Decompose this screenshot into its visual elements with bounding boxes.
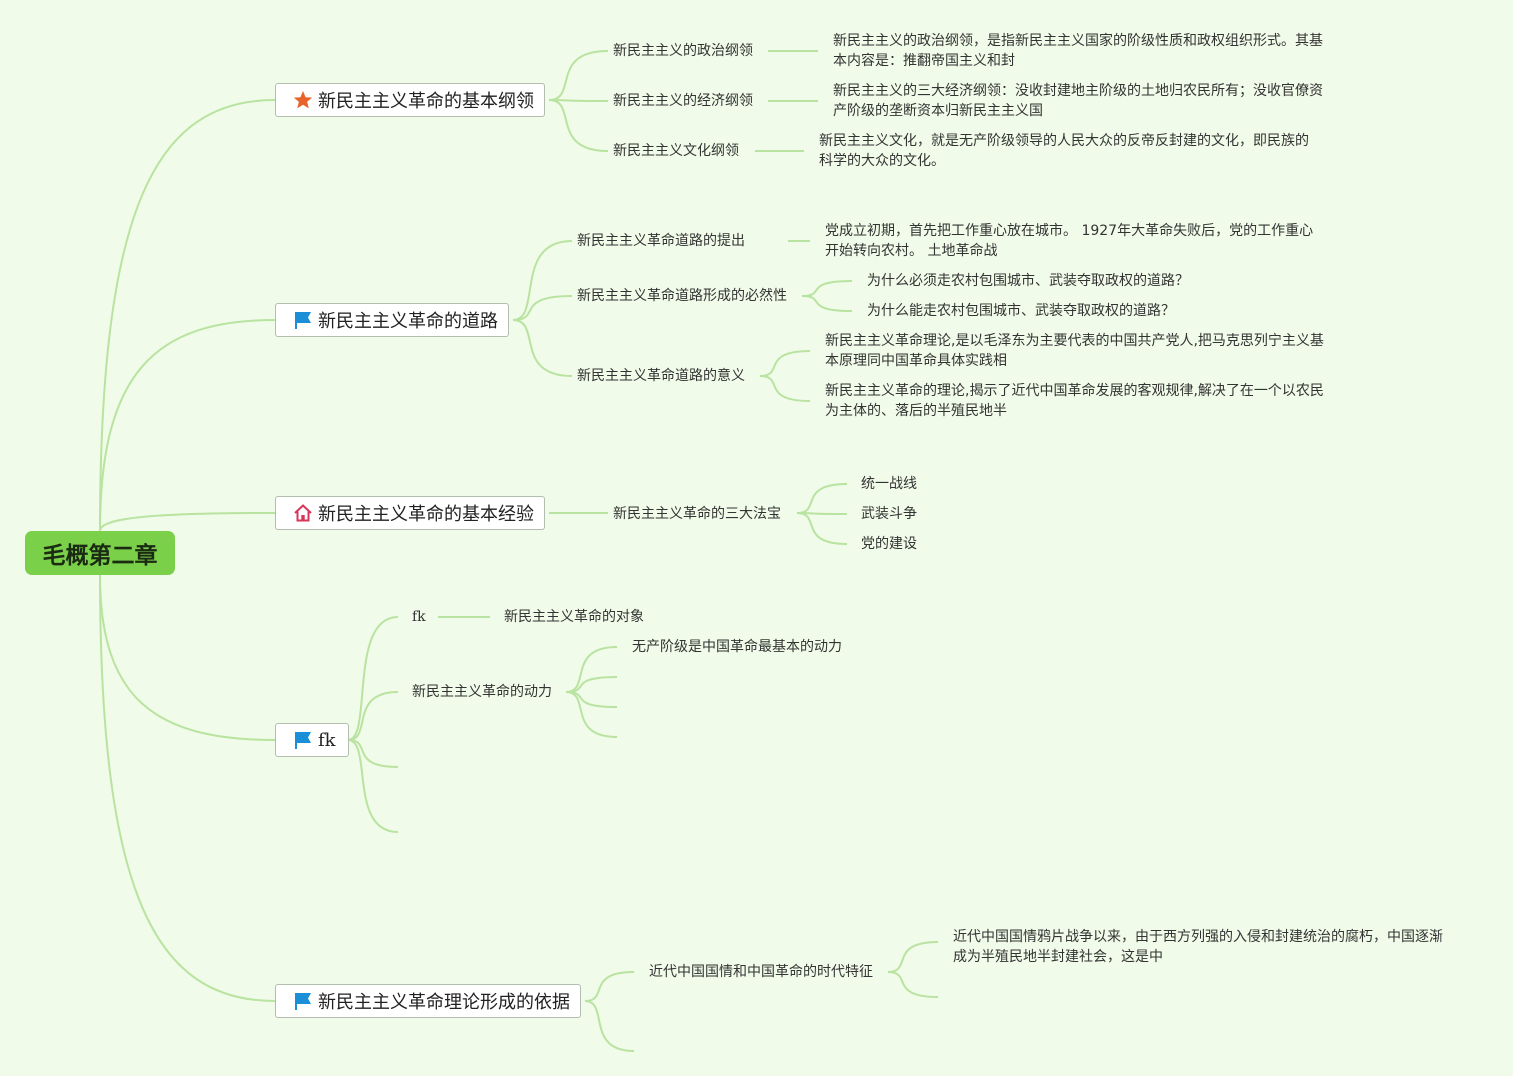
connector-curve bbox=[759, 375, 811, 402]
branch-label: 新民主主义革命的道路 bbox=[318, 311, 498, 332]
connector-curve bbox=[887, 971, 939, 998]
leaf-topic[interactable]: 无产阶级是中国革命最基本的动力 bbox=[632, 639, 842, 655]
root-connector-curve bbox=[99, 512, 276, 532]
branch-topic-revolution-road[interactable]: 新民主主义革命的道路 bbox=[275, 303, 509, 337]
connector-curve bbox=[347, 739, 399, 768]
leaf-topic[interactable]: 武装斗争 bbox=[861, 506, 917, 522]
root-connector-curve bbox=[99, 99, 276, 532]
branch-label: fk bbox=[318, 729, 336, 751]
connector-curve bbox=[584, 1000, 635, 1052]
branch-label: 新民主主义革命理论形成的依据 bbox=[318, 992, 570, 1013]
subtopic-road-necessity[interactable]: 新民主主义革命道路形成的必然性 bbox=[577, 288, 787, 304]
connector-curve bbox=[512, 295, 573, 321]
leaf-topic[interactable]: 统一战线 bbox=[861, 476, 917, 492]
subtopic-cultural-program[interactable]: 新民主主义文化纲领 bbox=[613, 143, 739, 159]
subtopic-three-treasures[interactable]: 新民主主义革命的三大法宝 bbox=[613, 506, 781, 522]
connector-curve bbox=[512, 240, 573, 321]
star-icon bbox=[292, 89, 314, 111]
branch-topic-fk[interactable]: fk bbox=[275, 723, 349, 757]
leaf-topic[interactable]: 新民主主义文化，就是无产阶级领导的人民大众的反帝反封建的文化，即民族的科学的大众… bbox=[819, 133, 1309, 169]
leaf-topic[interactable]: 为什么必须走农村包围城市、武装夺取政权的道路？ bbox=[867, 273, 1189, 289]
branch-topic-basic-experience[interactable]: 新民主主义革命的基本经验 bbox=[275, 496, 545, 530]
leaf-topic[interactable]: 新民主主义的三大经济纲领：没收封建地主阶级的土地归农民所有；没收官僚资产阶级的垄… bbox=[833, 83, 1323, 119]
leaf-topic[interactable]: 党成立初期，首先把工作重心放在城市。 1927年大革命失败后，党的工作重心开始转… bbox=[825, 223, 1314, 259]
connector-curve bbox=[887, 941, 939, 973]
connector-curve bbox=[801, 295, 853, 312]
root-connector-curve bbox=[99, 574, 276, 1002]
subtopic-road-significance[interactable]: 新民主主义革命道路的意义 bbox=[577, 368, 745, 384]
branch-label: 新民主主义革命的基本纲领 bbox=[318, 91, 534, 112]
branch-topic-theory-basis[interactable]: 新民主主义革命理论形成的依据 bbox=[275, 984, 581, 1018]
leaf-topic[interactable]: 为什么能走农村包围城市、武装夺取政权的道路？ bbox=[867, 303, 1175, 319]
connector-curve bbox=[548, 99, 609, 152]
leaf-topic[interactable]: 党的建设 bbox=[861, 536, 917, 552]
leaf-topic[interactable]: 新民主主义革命的理论,揭示了近代中国革命发展的客观规律,解决了在一个以农民为主体… bbox=[825, 383, 1324, 419]
root-topic[interactable]: 毛概第二章 bbox=[25, 531, 175, 575]
leaf-topic[interactable]: 新民主主义革命的对象 bbox=[504, 609, 644, 625]
subtopic-road-proposed[interactable]: 新民主主义革命道路的提出 bbox=[577, 233, 745, 249]
connector-curve bbox=[347, 691, 399, 741]
branch-topic-basic-program[interactable]: 新民主主义革命的基本纲领 bbox=[275, 83, 545, 117]
connector-curve bbox=[796, 512, 848, 545]
leaf-topic[interactable]: 新民主主义革命理论,是以毛泽东为主要代表的中国共产党人,把马克思列宁主义基本原理… bbox=[825, 333, 1324, 369]
connector-curve bbox=[512, 319, 573, 377]
connector-curve bbox=[347, 616, 399, 741]
subtopic-fk[interactable]: fk bbox=[412, 609, 426, 625]
root-connector-curve bbox=[99, 574, 276, 741]
root-connector-curve bbox=[99, 319, 276, 532]
connector-curve bbox=[796, 483, 848, 514]
connector-curve bbox=[565, 691, 618, 738]
connector-curve bbox=[548, 50, 609, 101]
connector-curve bbox=[548, 99, 609, 102]
connector-curve bbox=[347, 739, 399, 833]
connector-curve bbox=[565, 646, 618, 693]
subtopic-political-program[interactable]: 新民主主义的政治纲领 bbox=[613, 43, 753, 59]
connector-curve bbox=[584, 971, 635, 1002]
connector-curve bbox=[801, 280, 853, 297]
leaf-topic[interactable]: 新民主主义的政治纲领，是指新民主主义国家的阶级性质和政权组织形式。其基本内容是：… bbox=[833, 33, 1323, 69]
connector-curve bbox=[759, 350, 811, 377]
flag-icon bbox=[292, 990, 314, 1012]
subtopic-economic-program[interactable]: 新民主主义的经济纲领 bbox=[613, 93, 753, 109]
subtopic-revolution-motive-force[interactable]: 新民主主义革命的动力 bbox=[412, 684, 552, 700]
subtopic-national-conditions[interactable]: 近代中国国情和中国革命的时代特征 bbox=[649, 964, 873, 980]
home-icon bbox=[292, 502, 314, 524]
branch-label: 新民主主义革命的基本经验 bbox=[318, 504, 534, 525]
leaf-topic[interactable]: 近代中国国情鸦片战争以来，由于西方列强的入侵和封建统治的腐朽，中国逐渐成为半殖民… bbox=[953, 929, 1443, 965]
flag-icon bbox=[292, 729, 314, 751]
flag-icon bbox=[292, 309, 314, 331]
